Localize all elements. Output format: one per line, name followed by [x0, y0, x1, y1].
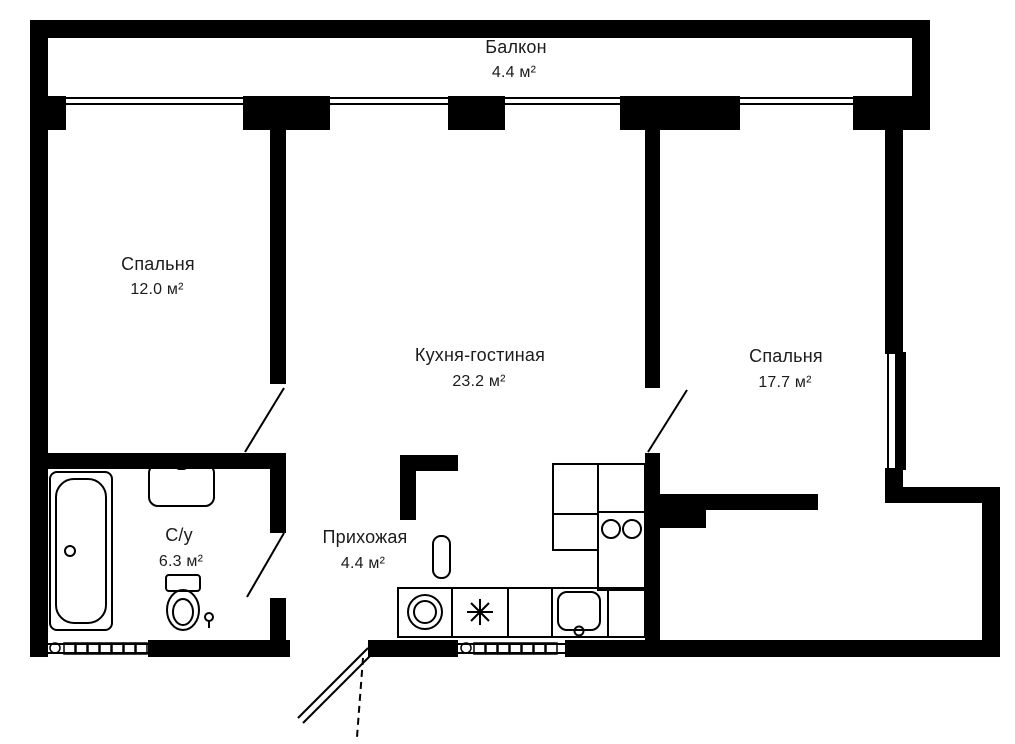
duct-block: [660, 510, 706, 528]
kitchen-cabinet: [597, 511, 646, 591]
radiator-segment: [75, 642, 88, 655]
hallway-partition-horizontal: [400, 455, 458, 471]
north-wall-pier: [243, 96, 330, 130]
washing-machine-drum: [407, 594, 443, 630]
kitchen-living-area: 23.2 м²: [452, 373, 506, 390]
bottom-wall-mid: [368, 640, 458, 657]
entrance-door-swing-dashed: [356, 657, 364, 738]
fixtures: [49, 459, 646, 638]
bathroom-label: С/у: [165, 525, 193, 545]
bathroom-area: 6.3 м²: [159, 553, 204, 570]
kitchen-living-label: Кухня-гостиная: [415, 345, 545, 365]
washing-machine-inner: [413, 600, 437, 624]
toilet-bowl-inner: [172, 598, 194, 626]
balcony-label: Балкон: [485, 37, 547, 57]
hallway-label: Прихожая: [322, 527, 407, 547]
water-riser: [204, 612, 214, 622]
radiator-segment: [533, 642, 546, 655]
door-swing-bedroom-right: [647, 389, 688, 453]
balcony-area: 4.4 м²: [492, 64, 537, 81]
room-labels: Балкон 4.4 м² Спальня 12.0 м² Кухня-гост…: [121, 37, 823, 572]
radiator-segment: [485, 642, 498, 655]
radiator-valve: [460, 642, 472, 654]
bedroom-left-partition: [270, 128, 286, 384]
outer-right-wall: [982, 487, 1000, 657]
kitchen-cabinet: [597, 463, 646, 513]
hob-burner: [601, 519, 621, 539]
door-swing-bedroom-left: [244, 387, 285, 453]
bathtub-drain: [64, 545, 76, 557]
kitchen-cabinet: [552, 463, 599, 551]
northeast-corner-wall: [853, 96, 930, 130]
radiator-segment: [521, 642, 534, 655]
sink-tap: [176, 459, 187, 470]
bathroom-top-wall: [30, 453, 286, 469]
bedroom-left-area: 12.0 м²: [130, 281, 184, 298]
bottom-wall-right: [565, 640, 1000, 657]
doors: [244, 387, 688, 738]
bedroom-right-inner-wall: [660, 494, 818, 510]
east-window-bar: [895, 352, 906, 470]
entrance-door-leaf: [297, 647, 369, 719]
bathroom-right-wall-lower: [270, 598, 286, 657]
radiator-segment: [509, 642, 522, 655]
stove-symbol: [470, 602, 490, 622]
walls: [30, 20, 1000, 657]
outer-left-wall: [30, 20, 48, 657]
radiator-segment: [473, 642, 486, 655]
east-step-wall: [885, 487, 1000, 503]
radiator-segment: [87, 642, 100, 655]
east-wall-upper: [885, 128, 903, 354]
balcony-top-wall: [30, 20, 930, 38]
bottom-wall-left: [148, 640, 290, 657]
balcony-right-wall: [912, 20, 930, 106]
toilet-tank: [165, 574, 201, 592]
hallway-partition-vertical: [400, 455, 416, 520]
hob-burner: [622, 519, 642, 539]
radiator-segment: [123, 642, 136, 655]
radiator-valve: [49, 642, 61, 654]
bathtub-outline: [49, 471, 113, 631]
bedroom-right-partition-upper: [645, 128, 660, 388]
hall-radiator: [432, 535, 451, 579]
hallway-area: 4.4 м²: [341, 555, 386, 572]
north-wall-pier: [620, 96, 740, 130]
bedroom-right-label: Спальня: [749, 346, 823, 366]
radiator-segment: [545, 642, 558, 655]
north-wall-pier: [448, 96, 505, 130]
radiator-segment: [111, 642, 124, 655]
north-wall-pier: [48, 96, 66, 130]
bedroom-right-area: 17.7 м²: [758, 374, 812, 391]
kitchen-sink-tap: [573, 625, 585, 637]
bathtub-inner: [55, 478, 107, 624]
radiators: [49, 642, 558, 655]
door-swing-bathroom: [246, 532, 285, 598]
radiator-segment: [135, 642, 148, 655]
kitchen-sink-basin: [557, 591, 601, 631]
radiator-segment: [497, 642, 510, 655]
radiator-segment: [99, 642, 112, 655]
kitchen-counter-row: [397, 587, 646, 638]
bathroom-right-wall-upper: [270, 453, 286, 533]
entrance-door-leaf: [302, 652, 374, 724]
bedroom-right-partition-lower: [645, 453, 660, 657]
bedroom-left-label: Спальня: [121, 254, 195, 274]
bathroom-sink: [148, 463, 215, 507]
toilet-bowl: [166, 589, 200, 631]
radiator-segment: [63, 642, 76, 655]
